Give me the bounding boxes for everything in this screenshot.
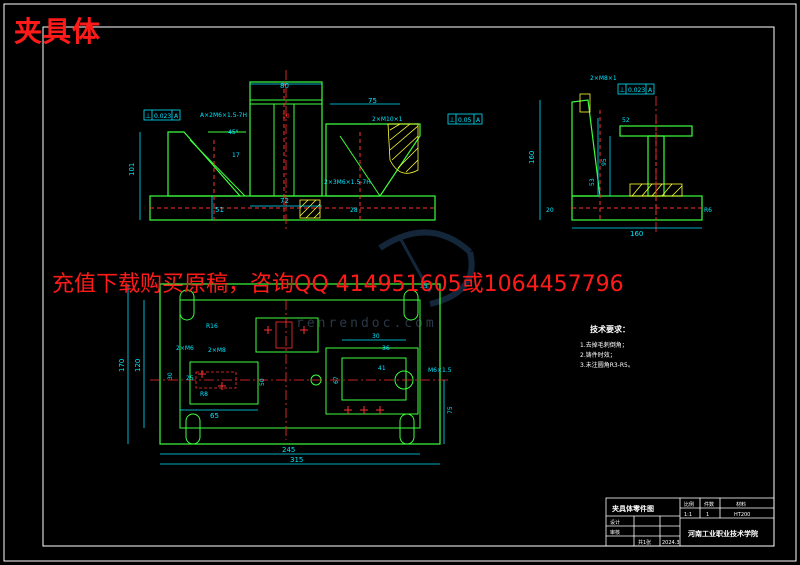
front-hatch (387, 123, 419, 174)
dim-side-h: 20 (546, 207, 554, 214)
dim-plan-w2: 50 (259, 378, 266, 386)
title-date-label: 2024.3 (662, 540, 680, 546)
dim-front-angle: 45° (228, 129, 239, 136)
tolerance-frame-2: ⊥ 0.05 A (447, 113, 483, 125)
overlay-ad-text: 充值下载购买原稿，咨询QQ 414951605或1064457796 (52, 272, 624, 297)
title-scale-value: 1:1 (684, 512, 692, 518)
dim-front-thread2: 2×M10×1 (372, 116, 403, 123)
outer-border (3, 3, 797, 562)
svg-text:A: A (476, 117, 481, 124)
dim-plan-t2: 2×M8 (208, 347, 226, 354)
dim-plan-h3: 30 (167, 372, 174, 380)
dim-plan-36: 36 (382, 345, 390, 352)
title-block (605, 497, 775, 547)
svg-text:⊥: ⊥ (619, 86, 625, 94)
dim-plan-h4: 75 (447, 406, 454, 414)
title-qty-label: 件数 (704, 501, 714, 508)
dim-front-thread1: A×2M6×1.5-7H (200, 112, 247, 119)
svg-text:⊥: ⊥ (145, 112, 151, 120)
front-view (139, 70, 436, 232)
plan-boss-top (255, 317, 319, 353)
dim-plan-inner: 245 (282, 446, 295, 454)
dim-plan-41: 41 (378, 365, 386, 372)
front-left-rib (167, 131, 242, 197)
dim-front-thread3: 2×3M6×1.5-7H (324, 179, 371, 186)
overlay-title: 夹具体 (14, 15, 102, 48)
svg-text:A: A (174, 113, 179, 120)
svg-text:0.023: 0.023 (154, 113, 171, 120)
svg-text:0.05: 0.05 (458, 117, 472, 124)
svg-text:0.023: 0.023 (628, 87, 645, 94)
dim-plan-w1: 65 (210, 412, 219, 420)
dim-plan-h2: 120 (134, 359, 142, 372)
title-page-label: 共1张 (638, 539, 651, 546)
tolerance-frame-3: ⊥ 0.023 A (617, 83, 655, 95)
dim-side-inner3: 53 (589, 178, 596, 186)
title-designer-label: 设计 (610, 519, 620, 526)
plan-block-right (325, 347, 419, 415)
dim-plan-r2: R8 (200, 391, 208, 398)
title-school: 河南工业职业技术学院 (688, 529, 758, 538)
title-material-value: HT200 (734, 512, 750, 518)
dim-plan-30: 30 (372, 333, 380, 340)
tech-note-2: 2.铸件时效； (580, 351, 616, 359)
dim-front-height: 101 (128, 163, 136, 176)
dim-plan-w3: 25 (186, 375, 194, 382)
dim-front-base: 72 (280, 197, 289, 205)
dim-plan-t1: 2×M6 (176, 345, 194, 352)
front-dims (139, 83, 400, 220)
watermark-text: renrendoc.com (296, 316, 437, 331)
title-scale-label: 比例 (684, 501, 694, 508)
tech-note-1: 1.去掉毛刺倒角； (580, 341, 628, 349)
front-right-rib (325, 123, 421, 197)
plan-view (127, 283, 450, 465)
side-view (539, 93, 703, 232)
tech-notes-heading: 技术要求： (590, 324, 630, 334)
title-drawing-name: 夹具体零件图 (612, 504, 654, 513)
plan-slot-tl (179, 289, 195, 321)
title-material-label: 材料 (736, 501, 746, 508)
front-hatch-small (299, 199, 321, 219)
title-qty-value: 1 (706, 512, 709, 518)
plan-slot-bl (185, 413, 201, 445)
plan-outline (159, 283, 441, 445)
dim-side-r: R6 (704, 207, 712, 214)
tolerance-frame-1: ⊥ 0.023 A (143, 109, 181, 121)
dim-front-h3: 28 (350, 207, 358, 214)
svg-text:A: A (648, 87, 653, 94)
plan-hole-marks (198, 326, 384, 414)
svg-text:⊥: ⊥ (449, 116, 455, 124)
dim-front-feature: 75 (368, 97, 377, 105)
tech-note-3: 3.未注圆角R3-R5。 (580, 361, 634, 369)
plan-block-left (189, 361, 259, 405)
dim-plan-67: 67 (333, 376, 340, 384)
dim-plan-m: M6×1.5 (428, 367, 452, 374)
tech-notes: 技术要求： 1.去掉毛刺倒角； 2.铸件时效； 3.未注圆角R3-R5。 (580, 324, 634, 369)
side-left-plate (571, 99, 601, 197)
dim-front-h1: 10 (282, 113, 290, 120)
dim-front-top: 80 (280, 82, 289, 90)
dim-side-inner1: 52 (622, 117, 630, 124)
dim-plan-h1: 170 (118, 359, 126, 372)
side-dims (539, 100, 702, 229)
front-hidden (150, 82, 435, 220)
dim-plan-r1: R16 (206, 323, 218, 330)
dim-front-side: 51 (215, 206, 224, 214)
dim-front-h2: 17 (232, 152, 240, 159)
plan-dims (127, 284, 445, 465)
dim-side-height: 160 (528, 151, 536, 164)
dim-plan-35: 35 (420, 283, 428, 290)
dim-side-base: 160 (630, 230, 643, 238)
dim-side-top: 2×M8×1 (590, 75, 617, 82)
plan-slot-tr (403, 289, 419, 321)
dim-plan-total: 315 (290, 456, 303, 464)
title-checker-label: 审核 (610, 529, 620, 536)
dim-side-inner2: 95 (601, 158, 608, 166)
plan-slot-br (399, 413, 415, 445)
inner-border (42, 26, 775, 547)
